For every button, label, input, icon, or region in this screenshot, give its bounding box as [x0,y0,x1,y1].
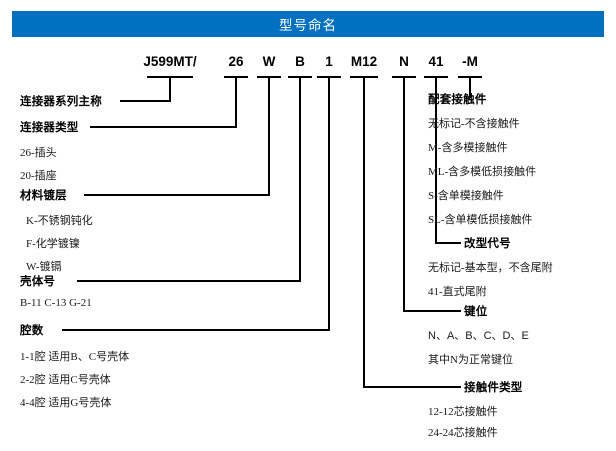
leader-hline-series [120,100,171,102]
label-material-plating-item-1: F-化学镀镍 [26,238,80,250]
label-keying-position-item-0: N、A、B、C、D、E [428,330,529,342]
label-keying-position-heading: 键位 [464,306,488,318]
label-material-plating-item-0: K-不锈钢钝化 [26,215,93,227]
leader-vline-plating [268,76,270,195]
label-cavity-count-item-2: 4-4腔 适用G号壳体 [20,397,112,409]
label-connector-type-item-0: 26-插头 [20,147,57,159]
pn-segment-series: J599MT/ [143,54,197,69]
leader-vline-shell [299,76,301,281]
label-contact-type-heading: 接触件类型 [464,382,523,394]
label-cavity-count-item-0: 1-1腔 适用B、C号壳体 [20,351,130,363]
leader-hline-shell [77,280,301,282]
part-number-row: J599MT/ 26 W B 1 M12 N 41 -M [0,52,616,72]
label-cavity-count-heading: 腔数 [20,325,44,337]
label-connector-type-item-1: 20-插座 [20,170,57,182]
leader-hline-keying [403,310,461,312]
label-matched-contacts-item-0: 无标记-不含接触件 [428,118,520,130]
leader-vline-cavity [328,76,330,330]
page-title-bar: 型号命名 [12,11,604,37]
label-matched-contacts-heading: 配套接触件 [428,94,487,106]
label-matched-contacts-item-3: S-含单模接触件 [428,190,504,202]
leader-hline-cavity [62,329,330,331]
label-variant-code-heading: 改型代号 [464,238,511,250]
leader-vline-series [169,76,171,101]
pn-segment-type: 26 [228,54,244,69]
leader-vline-contact-type [363,76,365,387]
pn-segment-variant: 41 [428,54,444,69]
pn-segment-plating: W [262,54,276,69]
leader-vline-keying [403,76,405,311]
label-shell-size-heading: 壳体号 [20,276,56,288]
label-variant-code-item-1: 41-直式尾附 [428,286,487,298]
leader-hline-plating [84,194,270,196]
pn-segment-shell: B [295,54,305,69]
leader-vline-variant [435,76,437,243]
label-matched-contacts-item-1: M-含多模接触件 [428,142,508,154]
leader-vline-contacts [469,76,471,98]
label-contact-type-item-1: 24-24芯接触件 [428,427,498,439]
pn-segment-contact-type: M12 [350,54,378,69]
label-series-heading: 连接器系列主称 [20,96,102,108]
label-shell-size-item-0: B-11 C-13 G-21 [20,297,92,309]
leader-hline-type [90,126,237,128]
pn-segment-keying: N [399,54,409,69]
leader-hline-variant [435,242,461,244]
label-keying-position-item-1: 其中N为正常键位 [428,354,513,366]
label-contact-type-item-0: 12-12芯接触件 [428,406,498,418]
label-material-plating-heading: 材料镀层 [20,190,67,202]
leader-vline-type [235,76,237,127]
label-matched-contacts-item-2: ML-含多模低损接触件 [428,166,537,178]
pn-segment-contacts: -M [462,54,478,69]
leader-hline-contact-type [363,386,461,388]
label-variant-code-item-0: 无标记-基本型，不含尾附 [428,262,553,274]
label-connector-type-heading: 连接器类型 [20,122,79,134]
label-matched-contacts-item-4: SL-含单模低损接触件 [428,214,533,226]
pn-segment-cavity: 1 [325,54,333,69]
label-material-plating-item-2: W-镀镉 [26,261,62,273]
label-cavity-count-item-1: 2-2腔 适用C号壳体 [20,374,111,386]
page-title: 型号命名 [279,18,337,33]
